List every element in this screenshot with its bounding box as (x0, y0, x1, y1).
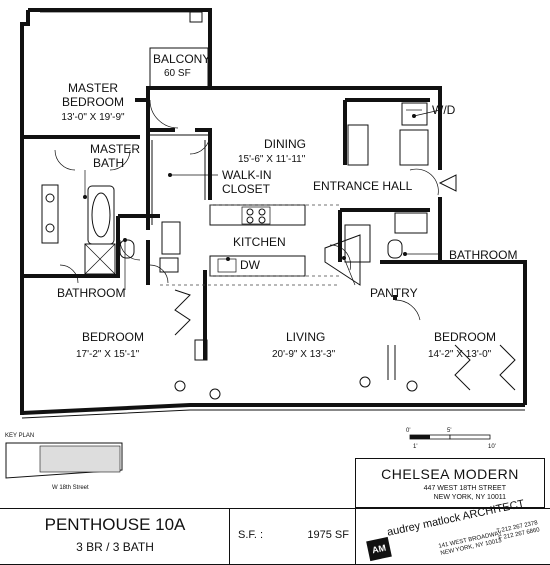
scale-label-1: 1' (413, 444, 417, 450)
title-block-area: S.F. : 1975 SF (229, 508, 356, 565)
interior-walls (22, 98, 440, 360)
room-labels: BALCONY 60 SF MASTER BEDROOM 13'-0" X 19… (57, 52, 517, 360)
vanity (41, 184, 59, 244)
pantry-cabinet (324, 234, 361, 286)
entrance-hall-label: ENTRANCE HALL (313, 179, 413, 193)
exterior-walls (20, 8, 527, 419)
building-name: CHELSEA MODERN (381, 466, 519, 482)
pantry-label: PANTRY (370, 286, 418, 300)
balcony-outline (149, 47, 209, 89)
master-bath-label-2: BATH (93, 156, 124, 170)
columns (174, 376, 418, 400)
entrance-arrow (438, 174, 457, 192)
key-plan-street: W 18th Street (52, 485, 89, 491)
unit-rooms: 3 BR / 3 BATH (76, 540, 154, 554)
wd-label: W/D (432, 103, 456, 117)
washer-dryer (401, 102, 428, 126)
fridge (161, 221, 181, 255)
key-plan: KEY PLAN W 18th Street (5, 433, 123, 491)
building-address-1: 447 WEST 18TH STREET (423, 485, 506, 492)
sf-value: 1975 SF (307, 529, 349, 541)
dining-label: DINING (264, 137, 306, 151)
building-address-2: NEW YORK, NY 10011 (433, 494, 506, 501)
title-block-architect: AM audrey matlock ARCHITECT 141 WEST BRO… (355, 498, 550, 565)
balcony-label: BALCONY (153, 52, 210, 66)
title-block-building: CHELSEA MODERN 447 WEST 18TH STREET NEW … (355, 458, 545, 508)
toilet-right (387, 239, 403, 259)
dw-label: DW (240, 258, 261, 272)
master-bedroom-label-1: MASTER (68, 81, 118, 95)
scale-label-0: 0' (406, 428, 410, 434)
title-block-unit: PENTHOUSE 10A 3 BR / 3 BATH (0, 508, 230, 565)
master-bath-label-1: MASTER (90, 142, 140, 156)
walkin-closet-label-2: CLOSET (222, 182, 271, 196)
sf-label: S.F. : (238, 529, 264, 541)
bathroom-right-label: BATHROOM (449, 248, 517, 262)
master-bedroom-label-2: BEDROOM (62, 95, 124, 109)
doors (54, 99, 439, 321)
kitchen-island (209, 255, 306, 277)
living-label: LIVING (286, 330, 325, 344)
column (189, 11, 203, 23)
dining-dims: 15'-6" X 11'-11" (238, 154, 306, 165)
balcony-area: 60 SF (164, 68, 191, 79)
bedroom-left-label: BEDROOM (82, 330, 144, 344)
walkin-closet-label-1: WALK-IN (222, 168, 272, 182)
shower (84, 243, 116, 275)
unit-name: PENTHOUSE 10A (44, 515, 186, 534)
master-bedroom-dims: 13'-0" X 19'-9" (61, 112, 125, 123)
kitchen-counter (209, 204, 306, 226)
architect-logo: AM (366, 536, 392, 562)
living-dims: 20'-9" X 13'-3" (272, 349, 336, 360)
key-plan-label: KEY PLAN (5, 433, 34, 439)
scale-label-5: 5' (447, 428, 451, 434)
tub-right (394, 212, 428, 234)
bedroom-right-dims: 14'-2" X 13'-0" (428, 349, 492, 360)
kitchen-label: KITCHEN (233, 235, 286, 249)
scale-label-10: 10' (488, 444, 496, 450)
leaders (83, 109, 441, 290)
scale-bar: 0' 5' 1' 10' (406, 428, 496, 450)
bedroom-left-dims: 17'-2" X 15'-1" (76, 349, 140, 360)
bedroom-right-label: BEDROOM (434, 330, 496, 344)
bathroom-left-label: BATHROOM (57, 286, 125, 300)
